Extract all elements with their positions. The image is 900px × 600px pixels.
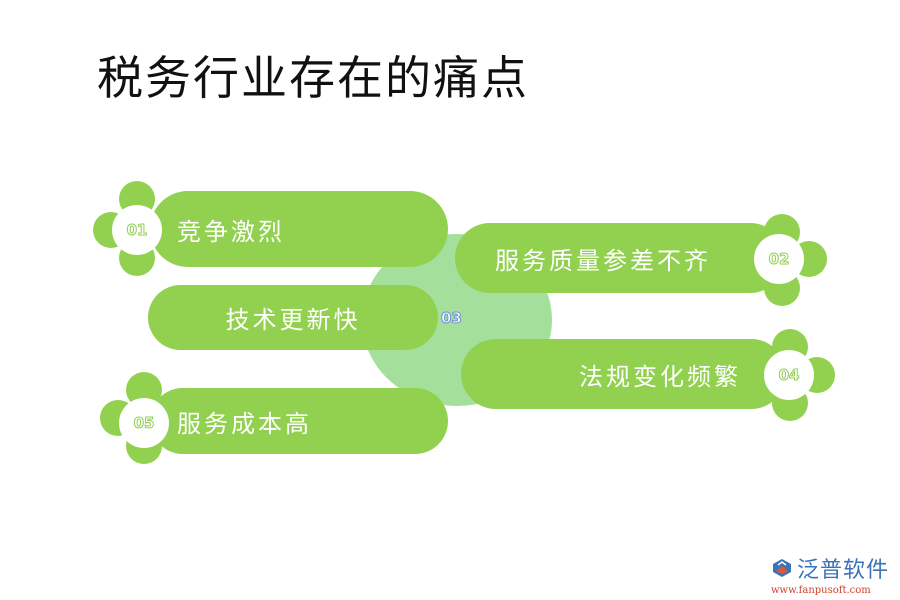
badge-number: 02 — [768, 250, 790, 269]
item-label: 服务成本高 — [177, 409, 312, 438]
page-title: 税务行业存在的痛点 — [97, 51, 529, 105]
badge-number: 05 — [133, 414, 155, 433]
logo-url: www.fanpusoft.com — [771, 585, 871, 596]
badge-number: 01 — [126, 221, 148, 240]
center-number: 03 — [441, 309, 463, 328]
pill-item-03: 技术更新快 — [148, 285, 438, 350]
pill-item-05: 服务成本高 — [150, 388, 448, 454]
item-label: 法规变化频繁 — [579, 362, 741, 391]
item-label: 服务质量参差不齐 — [495, 246, 711, 275]
logo-name: 泛普软件 — [797, 558, 890, 583]
pill-item-01: 竞争激烈 — [150, 191, 448, 267]
brand-logo: 泛普软件 www.fanpusoft.com — [771, 552, 896, 596]
item-label: 技术更新快 — [225, 306, 361, 334]
badge-number: 04 — [778, 366, 800, 385]
item-label: 竞争激烈 — [177, 217, 285, 246]
pill-item-04: 法规变化频繁 — [461, 339, 786, 409]
pill-item-02: 服务质量参差不齐 — [455, 223, 785, 293]
logo-icon — [771, 558, 793, 578]
